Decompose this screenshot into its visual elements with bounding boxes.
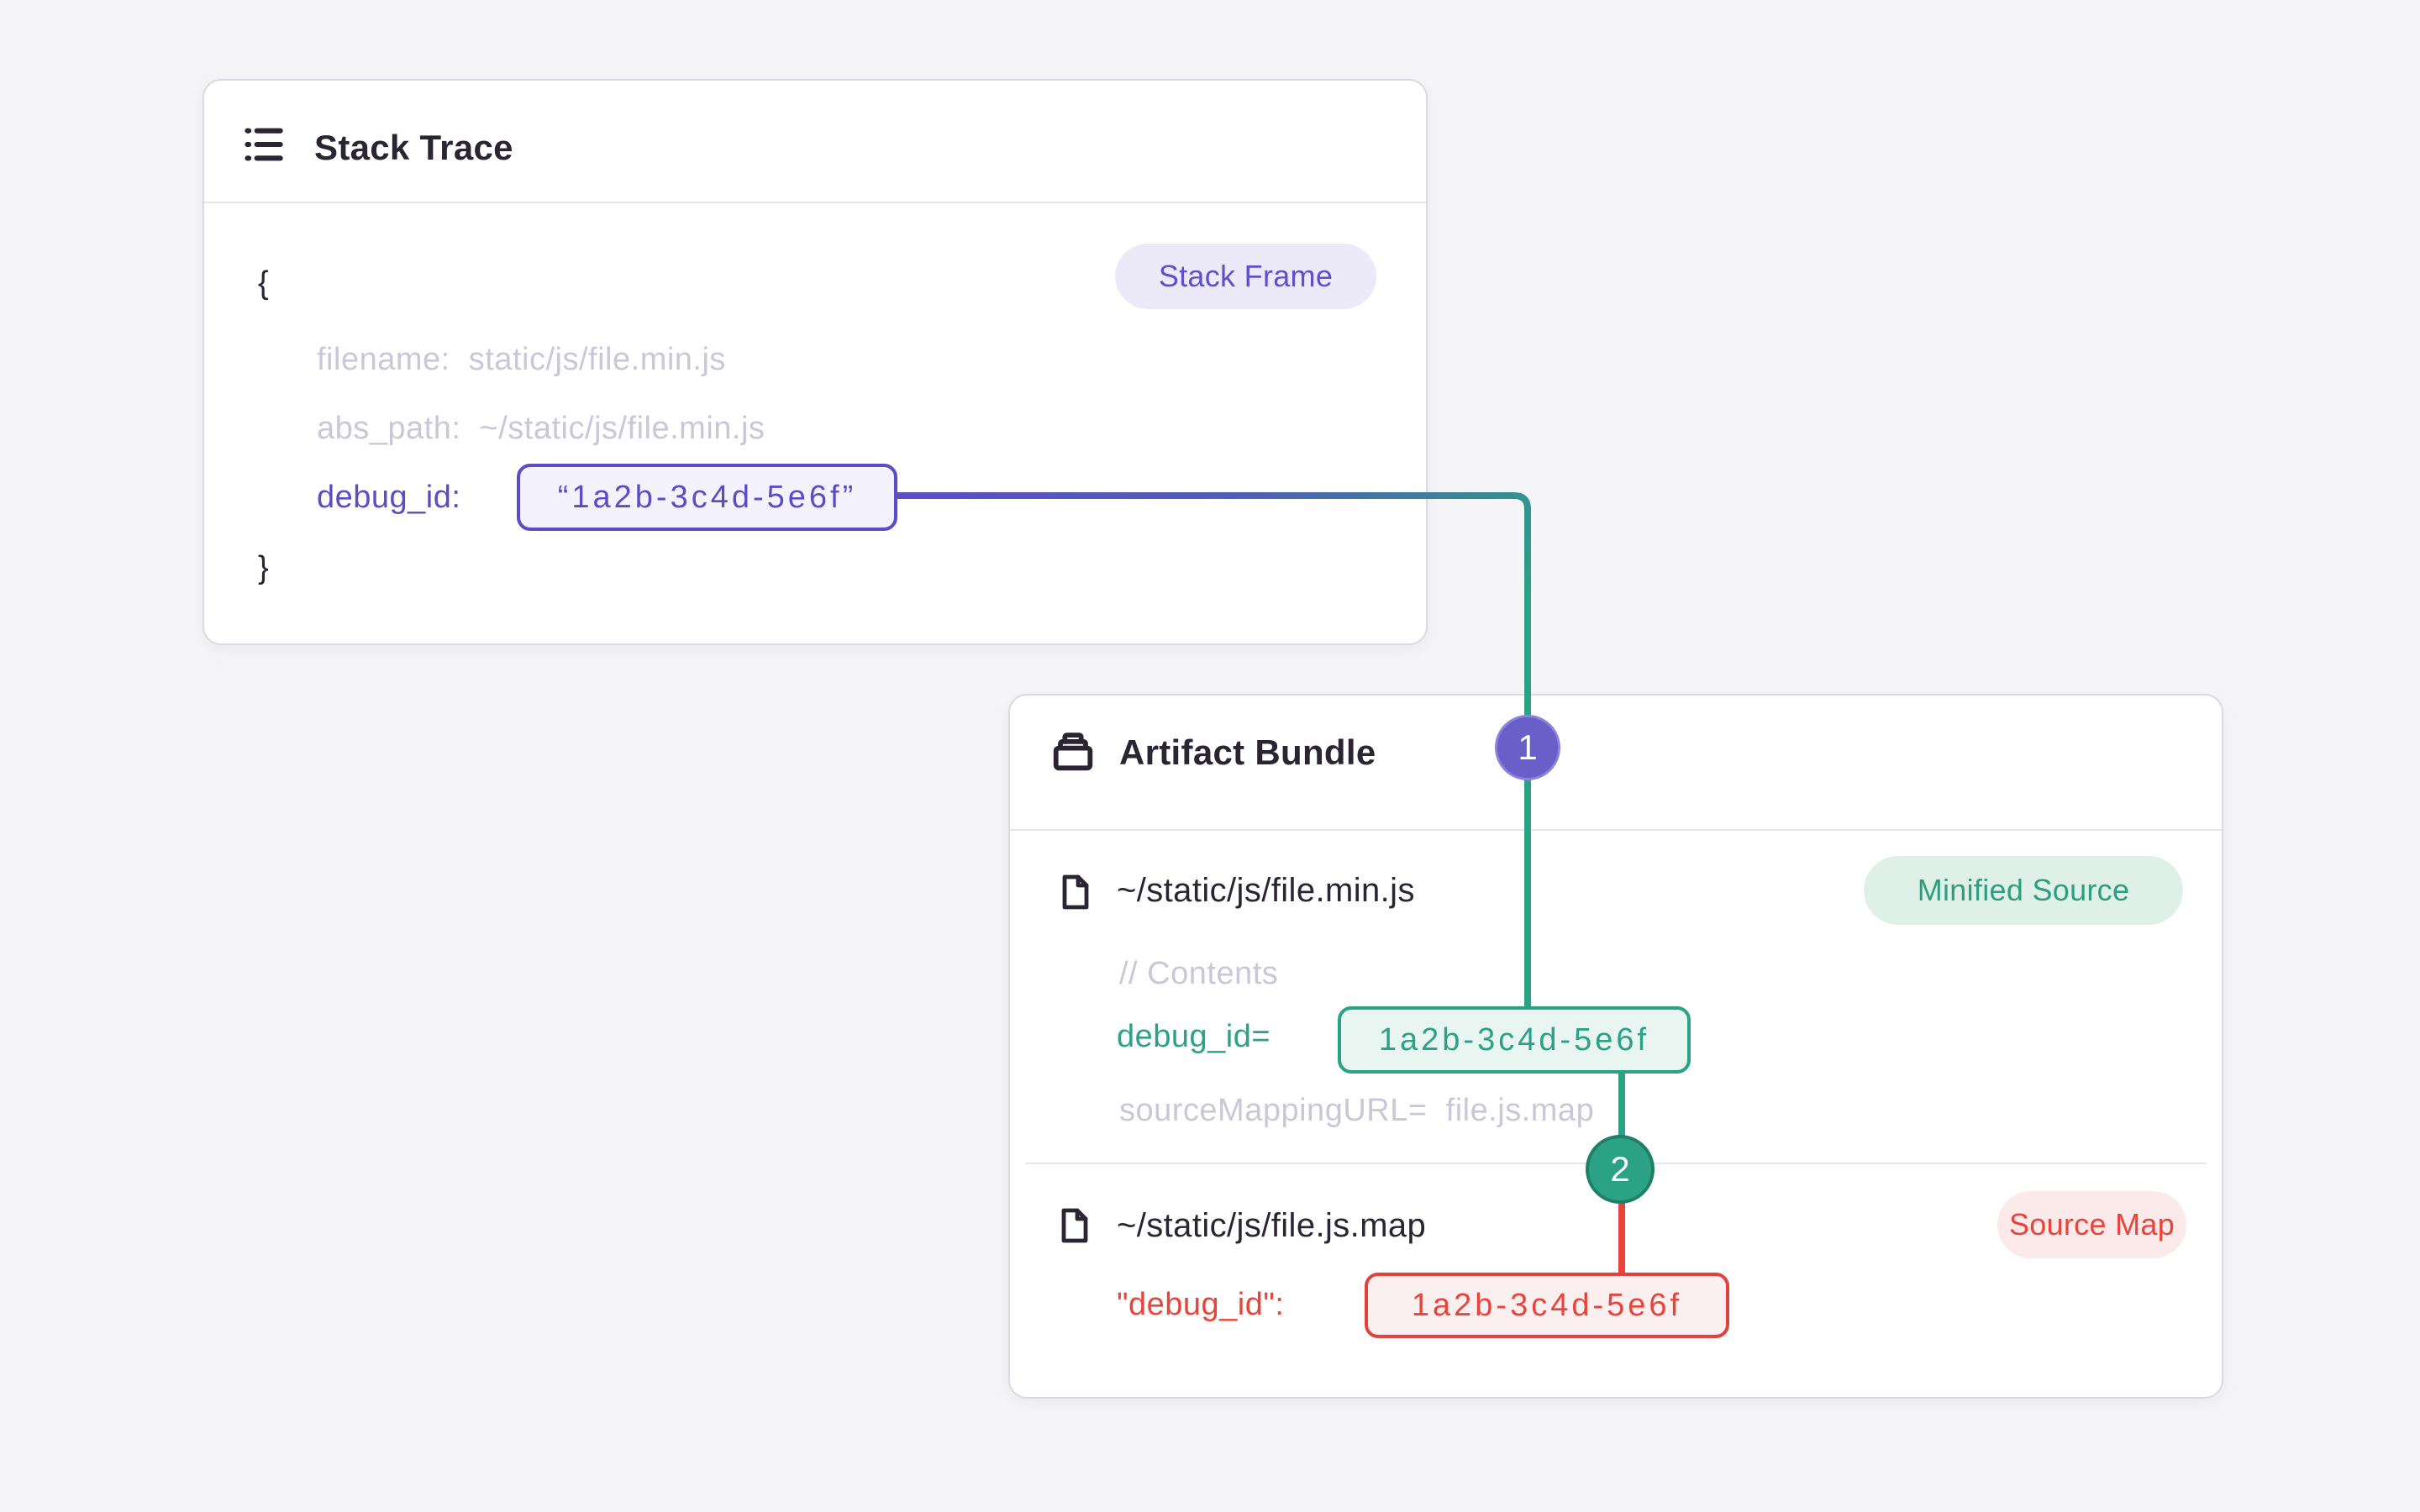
debug-id-label: debug_id: xyxy=(317,480,461,515)
stack-trace-card: Stack Trace Stack Frame { filename: stat… xyxy=(203,79,1428,645)
contents-comment: // Contents xyxy=(1119,956,1279,991)
map-debug-id-label: "debug_id": xyxy=(1117,1287,1285,1322)
step-1-number: 1 xyxy=(1518,727,1538,767)
debug-id-value: “1a2b-3c4d-5e6f” xyxy=(557,479,857,515)
json-open-brace: { xyxy=(258,265,270,301)
source-map-file-path: ~/static/js/file.js.map xyxy=(1117,1207,1427,1244)
stack-frame-badge: Stack Frame xyxy=(1115,244,1376,309)
source-map-badge: Source Map xyxy=(1997,1191,2186,1258)
stack-trace-title: Stack Trace xyxy=(314,128,513,167)
filename-line: filename: static/js/file.min.js xyxy=(317,342,726,377)
debug-id-value-box: “1a2b-3c4d-5e6f” xyxy=(517,464,897,531)
abs-path-line: abs_path: ~/static/js/file.min.js xyxy=(317,411,765,446)
minified-debug-id-box: 1a2b-3c4d-5e6f xyxy=(1338,1006,1691,1074)
artifact-bundle-icon xyxy=(1049,726,1097,776)
step-1-marker: 1 xyxy=(1495,715,1560,780)
file-icon xyxy=(1055,1204,1095,1247)
stack-trace-list-icon xyxy=(241,121,288,168)
minified-debug-id-value: 1a2b-3c4d-5e6f xyxy=(1378,1021,1650,1058)
minified-source-badge: Minified Source xyxy=(1864,856,2183,925)
minified-file-path: ~/static/js/file.min.js xyxy=(1117,872,1415,909)
map-debug-id-value: 1a2b-3c4d-5e6f xyxy=(1411,1287,1683,1323)
divider xyxy=(204,202,1426,203)
json-close-brace: } xyxy=(258,550,270,585)
file-icon xyxy=(1055,870,1096,914)
step-2-marker: 2 xyxy=(1586,1135,1655,1204)
divider xyxy=(1010,829,2222,831)
map-debug-id-box: 1a2b-3c4d-5e6f xyxy=(1365,1273,1729,1338)
source-mapping-url-line: sourceMappingURL= file.js.map xyxy=(1119,1093,1595,1128)
artifact-bundle-title: Artifact Bundle xyxy=(1119,732,1376,772)
artifact-bundle-card: Artifact Bundle ~/static/js/file.min.js … xyxy=(1008,694,2223,1399)
debug-id-assign-label: debug_id= xyxy=(1117,1019,1271,1054)
step-2-number: 2 xyxy=(1610,1149,1630,1189)
